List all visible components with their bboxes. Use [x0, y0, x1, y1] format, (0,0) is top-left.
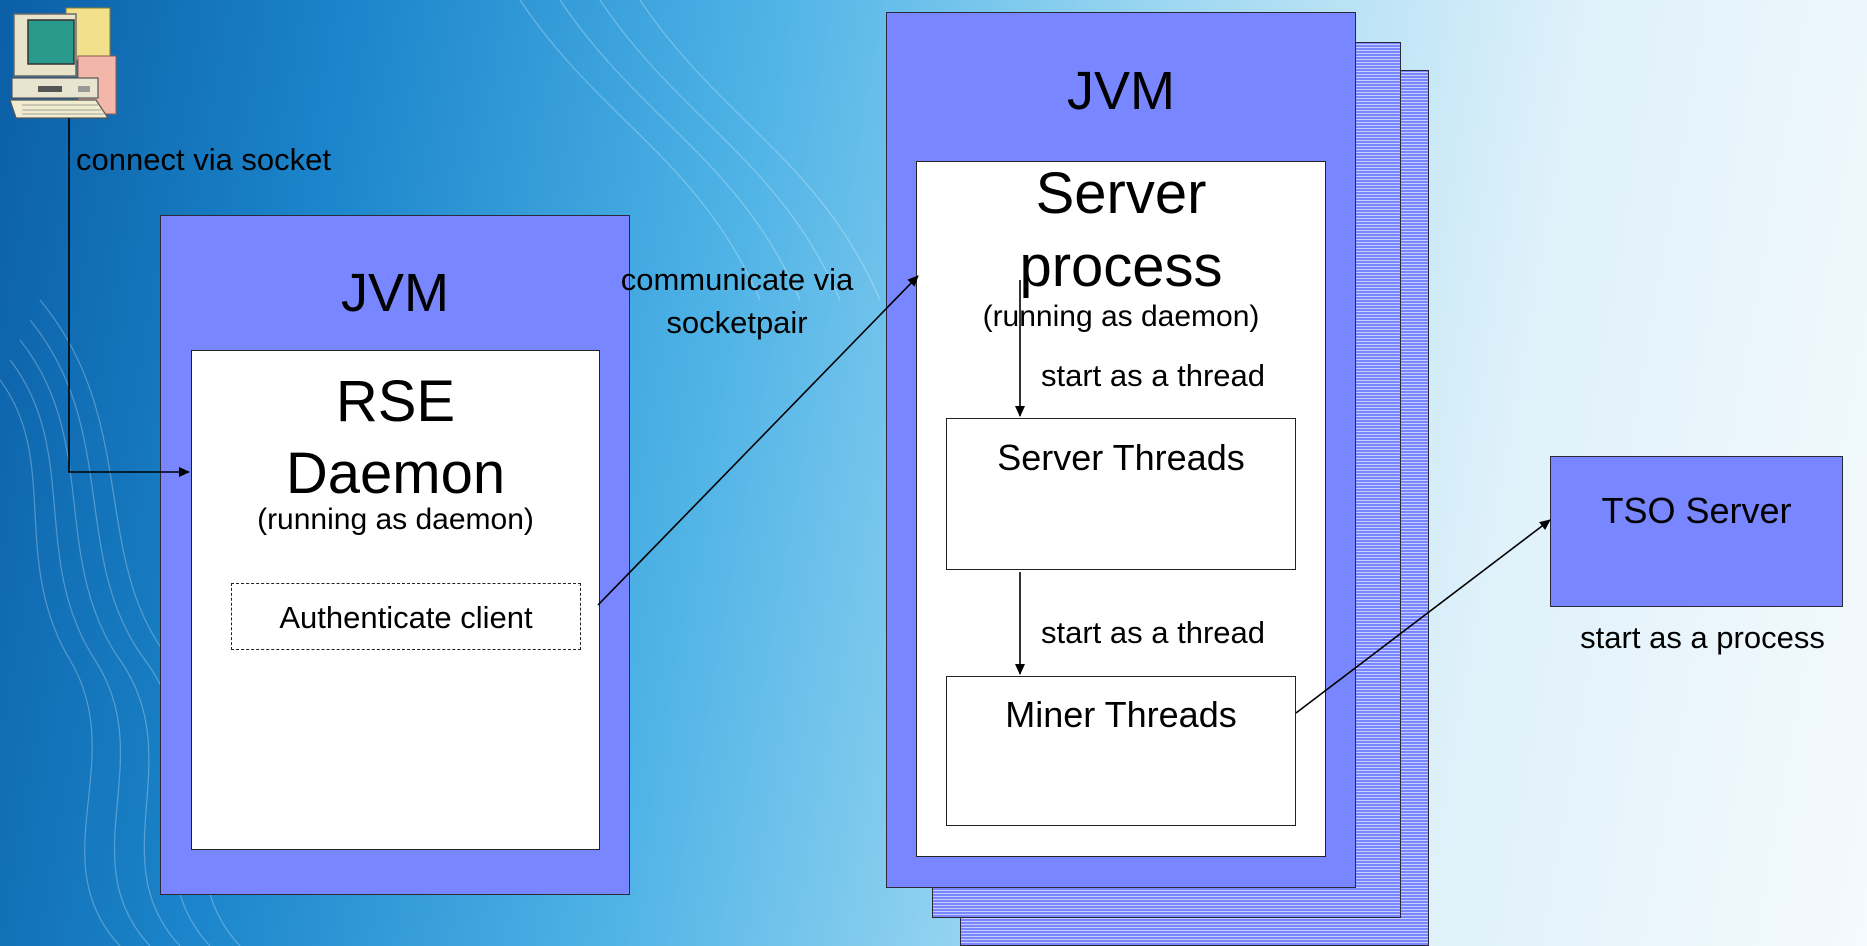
server-jvm-title: JVM [1067, 61, 1175, 121]
daemon-jvm-title: JVM [341, 263, 449, 323]
rse-daemon-title-line2: Daemon [285, 441, 506, 506]
computer-icon [9, 7, 117, 119]
tso-server-label: TSO Server [1601, 490, 1792, 531]
server-threads-label: Server Threads [997, 437, 1245, 478]
server-process-subtitle: (running as daemon) [982, 300, 1260, 333]
server-process-title-line2: process [1019, 234, 1223, 299]
server-threads-box [946, 418, 1296, 570]
connect-via-socket-label: connect via socket [76, 142, 332, 177]
start-process-label: start as a process [1580, 620, 1825, 655]
miner-threads-label: Miner Threads [1005, 694, 1237, 735]
rse-daemon-subtitle: (running as daemon) [257, 503, 534, 536]
tso-server-box [1550, 456, 1843, 607]
communicate-label-line1: communicate via [620, 262, 854, 297]
authenticate-client-label: Authenticate client [279, 600, 533, 635]
rse-daemon-title-line1: RSE [335, 369, 456, 434]
miner-threads-box [946, 676, 1296, 826]
start-thread-label-1: start as a thread [1041, 358, 1266, 393]
authenticate-client-box [231, 583, 581, 650]
communicate-label-line2: socketpair [666, 305, 808, 340]
server-process-title-line1: Server [1035, 161, 1207, 226]
start-thread-label-2: start as a thread [1041, 615, 1266, 650]
